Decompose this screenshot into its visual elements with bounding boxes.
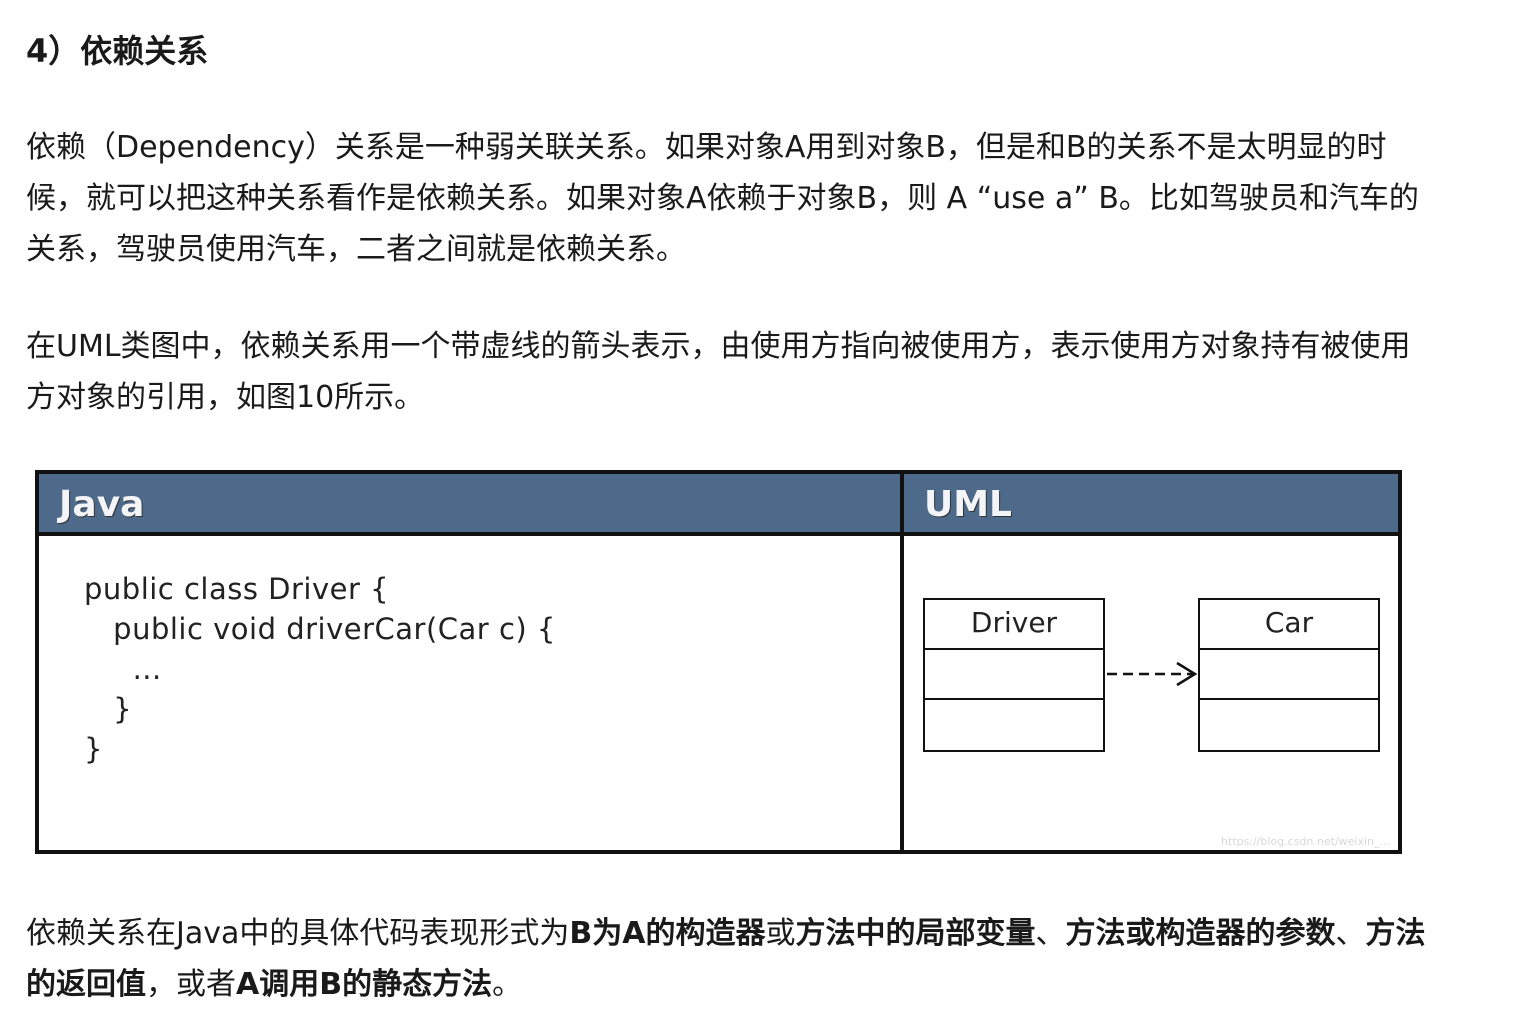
text-span: ，或者 xyxy=(146,967,236,1002)
bold-span: B为A的构造器 xyxy=(569,916,766,951)
uml-attributes-compartment xyxy=(1200,650,1378,700)
image-watermark: https://blog.csdn.net/weixin_... xyxy=(1220,835,1390,848)
java-header: Java xyxy=(39,474,900,536)
bold-span: A调用B的静态方法 xyxy=(236,967,493,1002)
text-span: 。 xyxy=(492,967,523,1002)
bold-span: 方法中的局部变量 xyxy=(795,916,1036,951)
uml-class-name: Car xyxy=(1200,600,1378,650)
text-span: 、 xyxy=(1035,916,1066,951)
uml-class-name: Driver xyxy=(925,600,1103,650)
java-code-sample: public class Driver { public void driver… xyxy=(84,572,556,766)
java-header-label: Java xyxy=(59,484,145,525)
text-span: 依赖关系在Java中的具体代码表现形式为 xyxy=(26,916,570,951)
java-representation-paragraph: 依赖关系在Java中的具体代码表现形式为B为A的构造器或方法中的局部变量、方法或… xyxy=(26,908,1426,1010)
bold-span: 方法或构造器的参数 xyxy=(1065,916,1336,951)
uml-methods-compartment xyxy=(1200,700,1378,750)
dependency-figure: Java UML public class Driver { public vo… xyxy=(35,470,1402,854)
uml-header-label: UML xyxy=(924,484,1012,525)
text-span: 、 xyxy=(1335,916,1366,951)
uml-attributes-compartment xyxy=(925,650,1103,700)
uml-class-driver: Driver xyxy=(923,598,1105,752)
uml-header: UML xyxy=(904,474,1398,536)
text-span: 或 xyxy=(765,916,796,951)
uml-notation-paragraph: 在UML类图中，依赖关系用一个带虚线的箭头表示，由使用方指向被使用方，表示使用方… xyxy=(26,329,1411,415)
section-heading: 4）依赖关系 xyxy=(26,32,209,70)
dependency-arrow xyxy=(1107,661,1198,687)
uml-methods-compartment xyxy=(925,700,1103,750)
uml-class-car: Car xyxy=(1198,598,1380,752)
bold-span: 方法的返回值 xyxy=(26,916,1426,1002)
figure-divider xyxy=(900,474,904,850)
dependency-definition-paragraph: 依赖（Dependency）关系是一种弱关联关系。如果对象A用到对象B，但是和B… xyxy=(26,130,1419,267)
